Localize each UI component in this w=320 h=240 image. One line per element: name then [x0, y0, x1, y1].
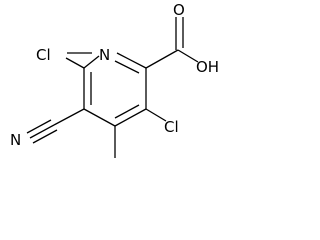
bond-c3-c4 [114, 108, 147, 127]
bond-nitrile-triple-1 [29, 124, 55, 139]
atom-label-ring-n: N [99, 46, 110, 64]
bond-c5-nitrile [53, 108, 85, 126]
bond-c6-cl [65, 57, 85, 69]
atom-label-nitrile-n: N [10, 131, 21, 149]
bond-c4-c5 [83, 108, 116, 127]
bond-c-oh [177, 49, 199, 63]
bond-nitrile-triple-3 [32, 129, 58, 144]
bond-c3-c4-inner [114, 104, 140, 119]
bond-nitrile-triple-2 [26, 119, 52, 134]
atom-label-hydroxyl: OH [196, 58, 219, 76]
bond-c2-cooh [145, 49, 179, 69]
chemical-structure: Cl N O OH Cl N [10, 1, 219, 158]
atom-label-cl-right: Cl [164, 118, 179, 136]
bond-c3-cl [145, 108, 167, 122]
atom-label-cl-left: Cl [36, 46, 51, 64]
bond-n1-c2 [116, 52, 147, 69]
bond-n1-c2-inner [114, 60, 140, 74]
bond-c6-ring-top [83, 55, 100, 69]
atom-label-carbonyl-o: O [173, 1, 185, 19]
